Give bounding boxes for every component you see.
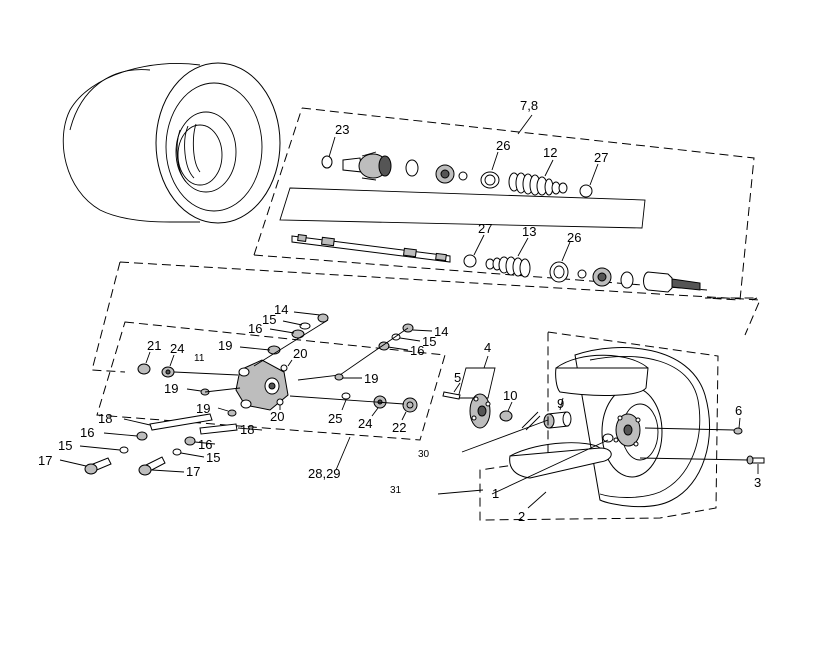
clamp-26-lower (549, 261, 569, 283)
label-15: 15 (262, 312, 276, 327)
label-6: 6 (735, 403, 742, 418)
label-5: 5 (454, 370, 461, 385)
label-7-8: 7,8 (520, 98, 538, 113)
label-1: 1 (492, 486, 499, 501)
upper-bolt-stack (253, 313, 329, 367)
label-31: 31 (390, 485, 402, 496)
clamp-27-lower (463, 254, 477, 268)
label-23: 23 (335, 122, 349, 137)
label-26-lower: 26 (567, 230, 581, 245)
label-19-lower: 19 (196, 401, 210, 416)
valve-6 (733, 427, 743, 435)
label-30: 30 (418, 449, 430, 460)
boot-12 (508, 172, 568, 196)
pins-18 (123, 413, 263, 435)
label-27: 27 (594, 150, 608, 165)
label-19-right: 19 (364, 371, 378, 386)
nut-10 (499, 410, 513, 422)
item-25 (341, 392, 351, 400)
shaft-tray-outline (279, 187, 646, 229)
label-13: 13 (522, 224, 536, 239)
label-18-right: 18 (240, 422, 254, 437)
upper-tire (62, 62, 281, 224)
label-14: 14 (274, 302, 288, 317)
label-26: 26 (496, 138, 510, 153)
label-15-center: 15 (206, 450, 220, 465)
boot-13 (485, 256, 531, 278)
label-17-right: 17 (186, 464, 200, 479)
label-15-right: 15 (422, 334, 436, 349)
pin-20-lower (276, 398, 284, 406)
label-21: 21 (147, 338, 161, 353)
label-3: 3 (754, 475, 761, 490)
label-16-left: 16 (80, 425, 94, 440)
label-24: 24 (170, 341, 184, 356)
label-19: 19 (218, 338, 232, 353)
label-20-lower: 20 (270, 409, 284, 424)
spacer-9 (543, 411, 572, 429)
label-17-left: 17 (38, 453, 52, 468)
label-22: 22 (392, 420, 406, 435)
bolt-17-left (84, 457, 112, 475)
label-18-left: 18 (98, 411, 112, 426)
hub-group (442, 355, 496, 429)
label-20: 20 (293, 346, 307, 361)
label-16-right: 16 (410, 343, 424, 358)
upper-cv-components (321, 136, 599, 198)
label-2: 2 (518, 509, 525, 524)
label-4: 4 (484, 340, 491, 355)
label-27-lower: 27 (478, 221, 492, 236)
label-16-center: 16 (198, 437, 212, 452)
label-11: 11 (194, 353, 205, 364)
label-28-29: 28,29 (308, 466, 341, 481)
pin-20-upper (280, 364, 288, 372)
knuckle-group-outline (96, 321, 446, 441)
steering-knuckle (235, 359, 289, 411)
label-15-left: 15 (58, 438, 72, 453)
washer-16-left (136, 431, 148, 441)
inner-cv-components (577, 267, 701, 293)
washer-16-center (184, 436, 196, 446)
label-10: 10 (503, 388, 517, 403)
label-19-left: 19 (164, 381, 178, 396)
label-24-right: 24 (358, 416, 372, 431)
suspension-group-outline (91, 261, 761, 373)
lower-tire (509, 347, 711, 508)
seal-22 (402, 397, 418, 413)
label-14-right: 14 (434, 324, 448, 339)
label-9: 9 (557, 396, 564, 411)
bolt-17-right (138, 456, 166, 476)
nut-21 (137, 363, 151, 375)
drive-shaft (291, 233, 451, 263)
bolt-3 (746, 455, 765, 465)
label-12: 12 (543, 145, 557, 160)
label-16: 16 (248, 321, 262, 336)
label-25: 25 (328, 411, 342, 426)
wheel-group-outline (479, 331, 719, 521)
right-bolt-stack (297, 323, 414, 381)
